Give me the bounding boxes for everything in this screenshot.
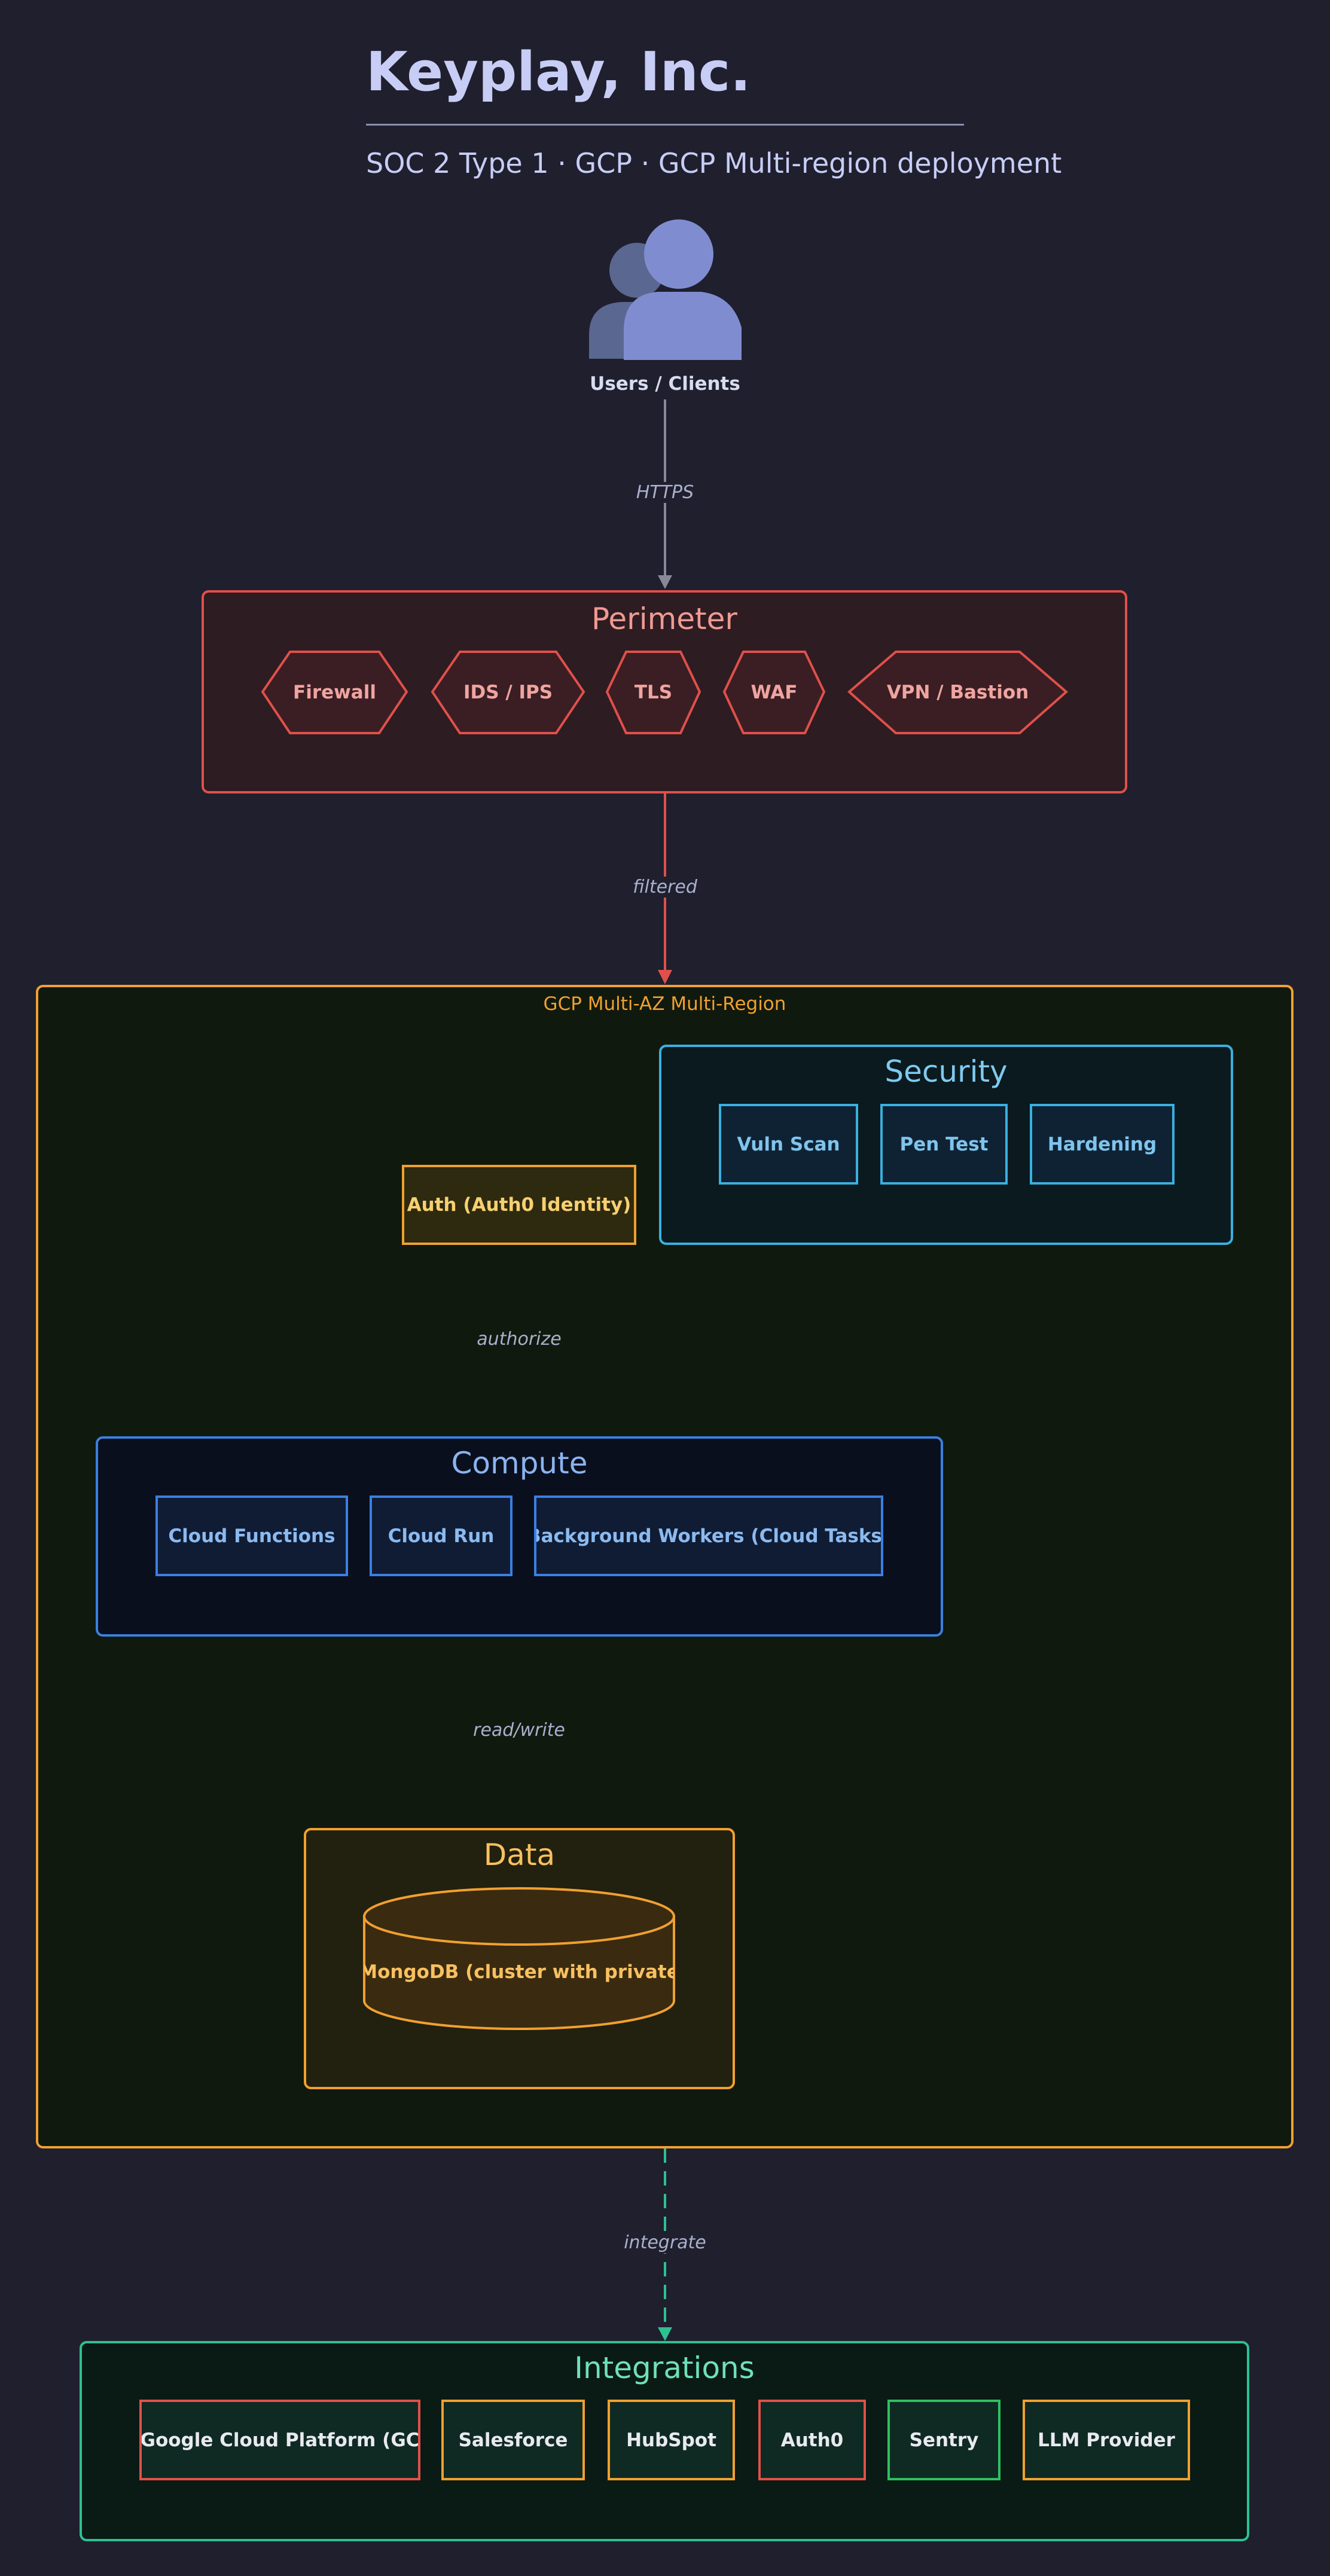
security-title: Security — [884, 1054, 1008, 1089]
edge-label-integrate: integrate — [575, 2232, 755, 2253]
perimeter-item-vpn-bastion: VPN / Bastion — [886, 682, 1029, 703]
compute-title: Compute — [451, 1446, 588, 1481]
edge-label-https: HTTPS — [575, 482, 755, 503]
title-divider — [366, 124, 964, 126]
security-item-vuln-scan: Vuln Scan — [719, 1104, 858, 1185]
perimeter-item-waf: WAF — [751, 682, 798, 703]
edge-label-read-write: read/write — [429, 1720, 609, 1741]
security-item-hardening: Hardening — [1030, 1104, 1175, 1185]
perimeter-title: Perimeter — [591, 602, 737, 636]
compute-item-cloud-run: Cloud Run — [370, 1495, 513, 1576]
users-label: Users / Clients — [590, 373, 740, 395]
compute-item-background-workers: Background Workers (Cloud Tasks) — [534, 1495, 883, 1576]
auth-node: Auth (Auth0 Identity) — [402, 1165, 636, 1245]
edge-label-filtered: filtered — [575, 877, 755, 898]
page-title: Keyplay, Inc. — [366, 41, 751, 103]
integration-item-gcp: Google Cloud Platform (GC — [139, 2400, 420, 2480]
data-title: Data — [483, 1838, 556, 1872]
region-label: GCP Multi-AZ Multi-Region — [543, 993, 786, 1015]
compute-item-cloud-functions: Cloud Functions — [155, 1495, 348, 1576]
security-item-pen-test: Pen Test — [880, 1104, 1008, 1185]
data-mongodb-label: MongoDB (cluster with private — [364, 1961, 674, 1983]
integration-item-llm-provider: LLM Provider — [1023, 2400, 1190, 2480]
integration-item-salesforce: Salesforce — [441, 2400, 585, 2480]
integration-item-auth0: Auth0 — [758, 2400, 866, 2480]
perimeter-item-tls: TLS — [634, 682, 673, 703]
integration-item-hubspot: HubSpot — [608, 2400, 735, 2480]
perimeter-item-ids-ips: IDS / IPS — [463, 682, 553, 703]
perimeter-item-firewall: Firewall — [293, 682, 376, 703]
integrations-title: Integrations — [574, 2351, 755, 2385]
edge-label-authorize: authorize — [429, 1329, 609, 1350]
page-subtitle: SOC 2 Type 1 · GCP · GCP Multi-region de… — [366, 147, 1062, 179]
integration-item-sentry: Sentry — [887, 2400, 1000, 2480]
